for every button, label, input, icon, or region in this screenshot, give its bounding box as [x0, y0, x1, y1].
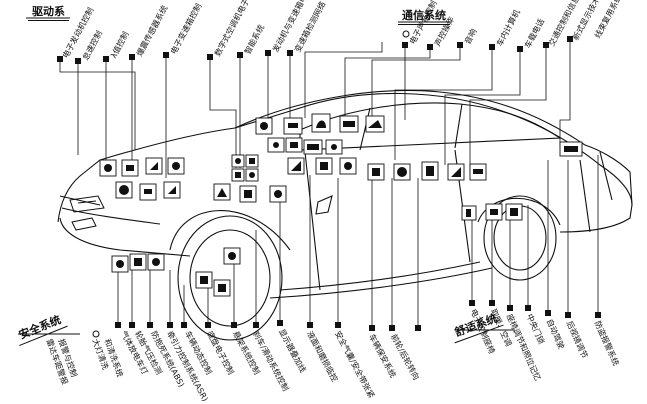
component-icons: [71, 113, 583, 297]
leader-lines: [59, 42, 599, 325]
group-title-comm: 通信系统: [398, 6, 450, 25]
wheels: [169, 195, 561, 341]
group-title-drive: 驱动系: [28, 2, 69, 21]
car-body: [57, 90, 633, 299]
headlight: [69, 195, 105, 213]
label-markers: [57, 36, 601, 331]
